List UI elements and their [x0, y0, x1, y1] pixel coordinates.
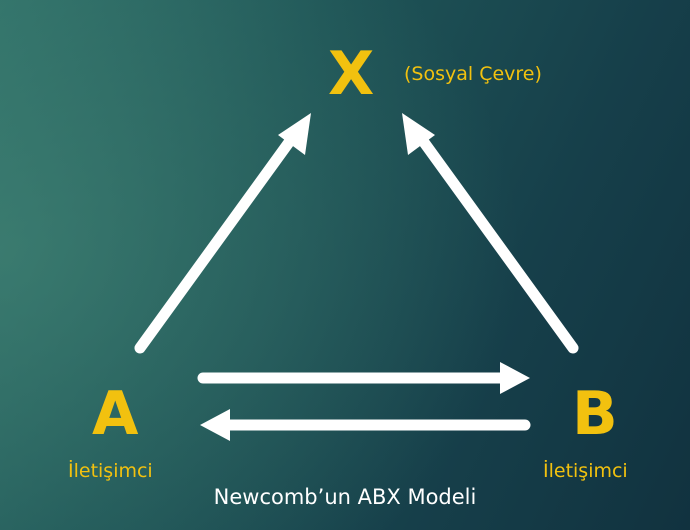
arrowhead-b-to-a — [200, 409, 230, 441]
diagram-caption: Newcomb’un ABX Modeli — [213, 485, 477, 509]
arrowhead-b-to-x — [402, 113, 435, 155]
node-a-label: A — [92, 379, 139, 449]
node-x-label: X — [328, 39, 375, 109]
arrow-a-to-x — [134, 128, 301, 354]
node-x-note: (Sosyal Çevre) — [404, 63, 542, 85]
arrow-b-to-x — [412, 128, 579, 354]
node-b-label: B — [572, 379, 618, 449]
node-b-role: İletişimci — [543, 460, 628, 482]
arrowhead-a-to-x — [278, 113, 311, 155]
node-a-role: İletişimci — [68, 460, 153, 482]
arrowhead-a-to-b — [500, 362, 530, 394]
